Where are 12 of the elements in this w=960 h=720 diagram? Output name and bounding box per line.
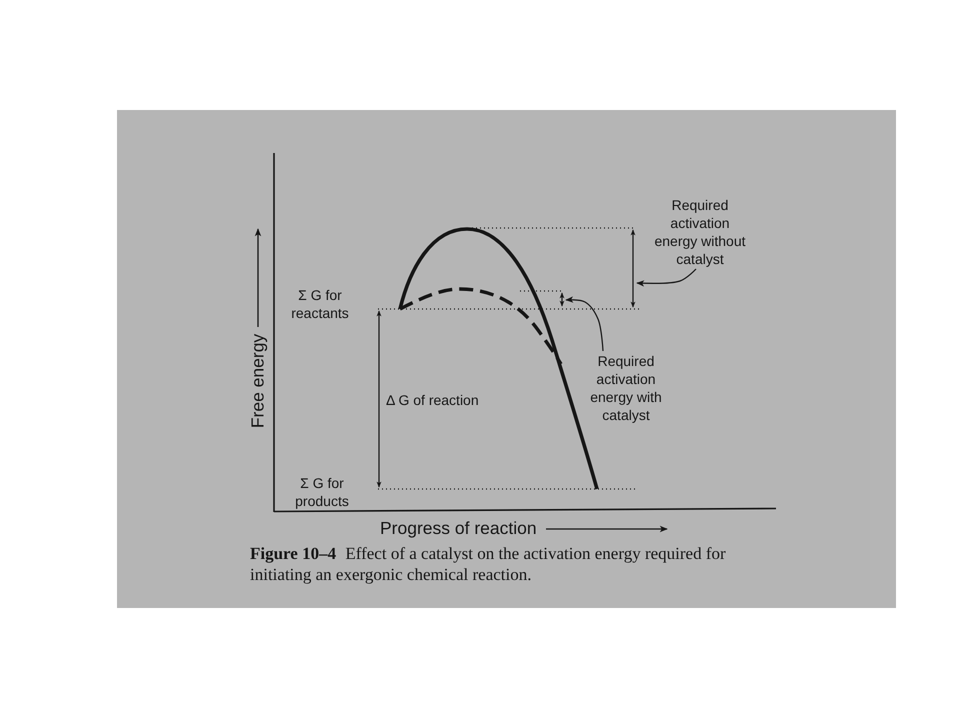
dimension-arrow: [630, 230, 636, 307]
figure-caption: Figure 10–4 Effect of a catalyst on the activation energy required for initiating an exergonic chemical reaction.: [250, 543, 727, 585]
axis-label: Progress of reaction: [380, 518, 537, 539]
leader-line: [565, 296, 604, 352]
dimension-arrow: [559, 293, 565, 306]
level-label: Σ G for products: [294, 474, 350, 510]
leader-line: [636, 268, 696, 287]
level-label: Σ G for reactants: [290, 286, 350, 322]
axis-label: Free energy: [248, 334, 268, 428]
callout-label: Required activation energy without catalyst: [648, 196, 752, 268]
callout-label: Required activation energy with catalyst: [585, 352, 667, 424]
dimension-label: Δ G of reaction: [386, 391, 479, 409]
